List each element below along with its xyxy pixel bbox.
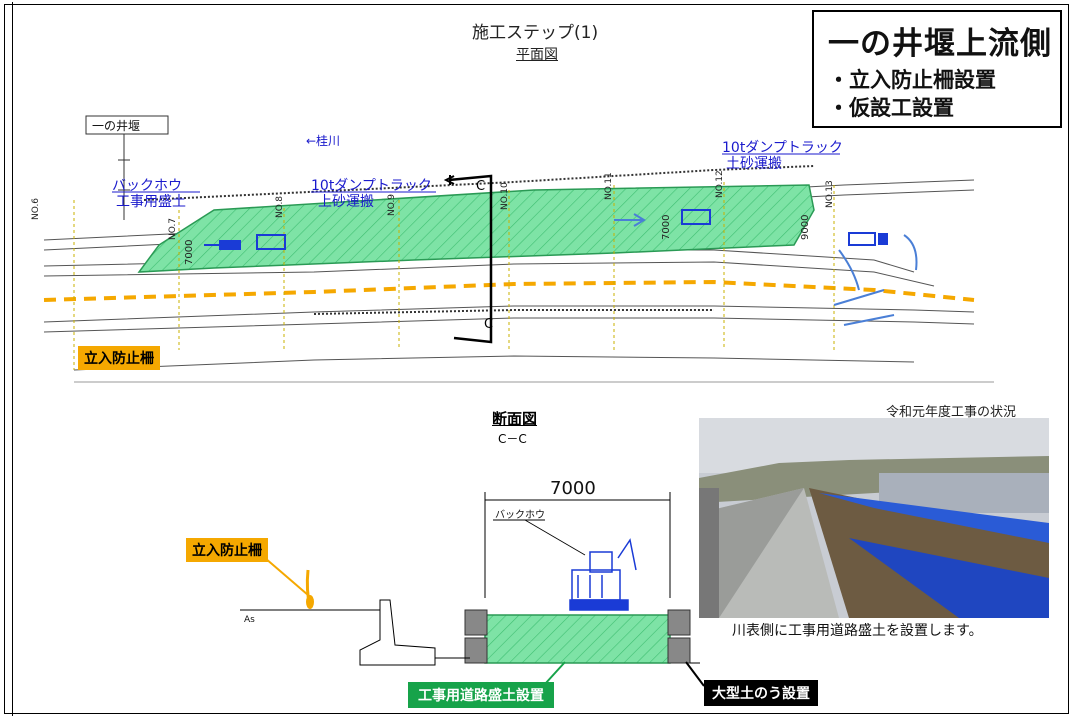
plan-view-label: 平面図	[516, 47, 558, 63]
embankment-tag: 工事用道路盛土設置	[408, 682, 554, 708]
photo-title: 令和元年度工事の状況	[886, 405, 1017, 420]
river-label: ←桂川	[306, 133, 340, 148]
dim-7000-left: 7000	[184, 240, 195, 265]
station-lines	[73, 182, 835, 370]
section-title: 断面図	[492, 410, 538, 428]
sandbag-leader-svg	[685, 661, 705, 687]
dim-9000: 9000	[800, 215, 811, 240]
header-title: 一の井堰上流側	[828, 26, 1052, 62]
dump-truck-road-cab-icon	[878, 233, 888, 245]
sandbag-tag: 大型土のう設置	[704, 680, 818, 706]
station-no11: NO.11	[604, 172, 614, 200]
dim-7000-right: 7000	[661, 215, 672, 240]
step-title: 施工ステップ(1)	[472, 23, 599, 43]
section-cut-line	[448, 174, 493, 344]
section-marker-bottom: C	[484, 317, 493, 332]
section-fence-tag: 立入防止柵	[186, 538, 268, 562]
station-no12: NO.12	[715, 170, 725, 198]
site-photo	[699, 418, 1049, 618]
sandbags	[464, 609, 691, 664]
dump-truck-right-label: 10tダンプトラック	[722, 140, 843, 156]
weir-label-box	[85, 115, 169, 135]
dump-truck-road-icon	[848, 232, 876, 246]
bank-stone-line	[143, 165, 815, 201]
backhoe-plan-icon	[204, 240, 241, 250]
plan-view-drawing: NO.6 NO.7 NO.8 NO.9 NO.10 NO.11 NO.12 NO…	[31, 115, 994, 383]
embankment-leader-svg	[544, 661, 566, 685]
station-no8: NO.8	[275, 196, 285, 218]
traffic-arrows	[614, 213, 918, 326]
section-subtitle: C－C	[498, 432, 527, 446]
dump-truck-right-cargo: 土砂運搬	[726, 156, 782, 172]
backhoe-section-icon	[569, 538, 637, 611]
temporary-embankment-area	[137, 184, 815, 273]
station-no10: NO.10	[500, 182, 510, 210]
weir-structure	[118, 134, 130, 220]
header-box: 一の井堰上流側 ・立入防止柵設置 ・仮設工設置	[812, 10, 1062, 128]
as-label: As	[244, 615, 255, 625]
fence-line	[43, 279, 975, 302]
weir-label: 一の井堰	[92, 119, 140, 133]
width-dimension-text: 7000	[550, 478, 596, 499]
section-backhoe-label: バックホウ	[495, 509, 545, 521]
backhoe-label: バックホウ	[112, 178, 182, 194]
sheet-border	[4, 4, 1069, 714]
fence-tag-leader	[264, 557, 309, 596]
station-no9: NO.9	[387, 194, 397, 216]
retaining-wall	[359, 599, 436, 666]
section-cut-arrow	[443, 175, 455, 185]
station-labels: NO.6 NO.7 NO.8 NO.9 NO.10 NO.11 NO.12 NO…	[31, 170, 835, 240]
dump-truck-left-label: 10tダンプトラック	[311, 178, 432, 194]
header-item-temporary-works: ・仮設工設置	[828, 96, 954, 120]
dump-truck-left-icon	[256, 234, 286, 250]
photo-caption: 川表側に工事用道路盛土を設置します。	[732, 623, 983, 639]
dump-truck-right-icon	[681, 209, 711, 225]
embankment-work-label: 工事用盛土	[116, 194, 186, 210]
section-marker-top: C	[476, 179, 485, 194]
section-embankment	[484, 614, 671, 664]
road-stone-line	[313, 309, 714, 315]
station-no7: NO.7	[168, 218, 178, 240]
station-no6: NO.6	[31, 198, 41, 220]
plan-fence-tag: 立入防止柵	[78, 346, 160, 370]
dump-truck-left-cargo: 上砂運搬	[318, 194, 374, 210]
station-no13: NO.13	[825, 180, 835, 208]
section-view-drawing: 7000 バックホウ As	[190, 478, 700, 666]
header-item-fence: ・立入防止柵設置	[828, 68, 996, 92]
backhoe-leader	[524, 519, 586, 556]
sheet-inner-border	[12, 2, 1073, 716]
fence-base	[306, 595, 314, 609]
